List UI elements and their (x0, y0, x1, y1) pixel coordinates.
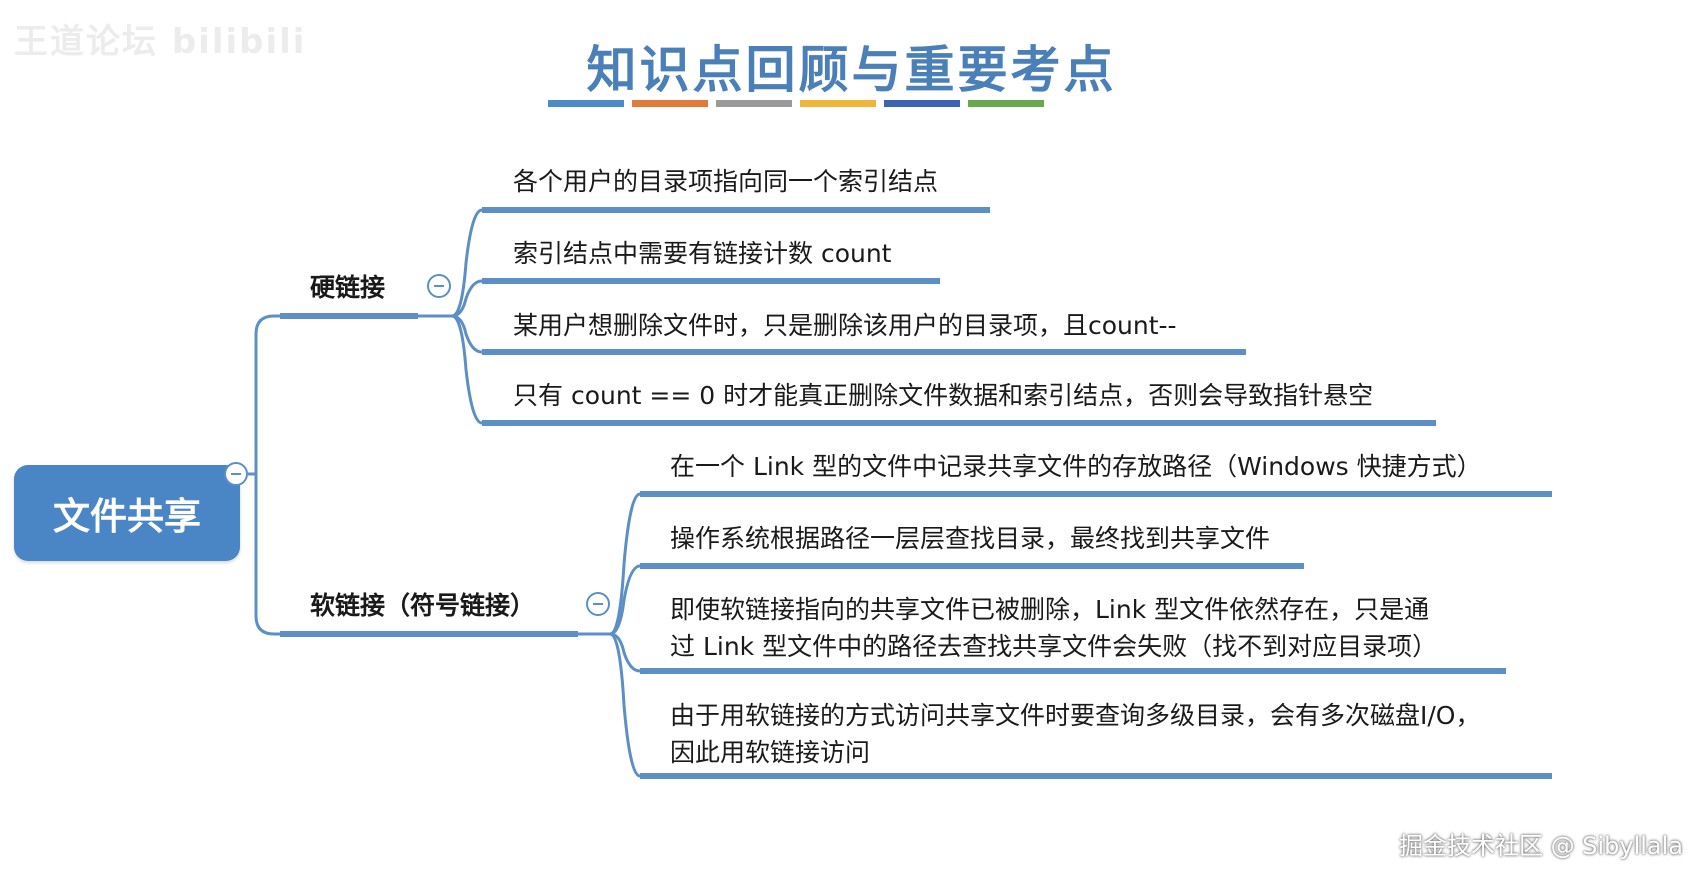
hard-link-item-1[interactable]: 各个用户的目录项指向同一个索引结点 (513, 167, 939, 196)
root-node[interactable]: 文件共享 (14, 465, 240, 561)
title-bar-segment (884, 100, 960, 107)
watermark-top: 王道论坛 bilibili (14, 22, 307, 62)
soft-link-child-connector (578, 632, 641, 673)
soft-link-item-1[interactable]: 在一个 Link 型的文件中记录共享文件的存放路径（Windows 快捷方式） (670, 452, 1482, 481)
watermark-bottom: 掘金技术社区 @ Sibyllala (1398, 832, 1683, 860)
hard-link-child-connector (418, 314, 483, 425)
soft-link-collapse-icon[interactable] (586, 592, 610, 616)
root-to-hard-link-connector (248, 314, 280, 476)
hard-link-collapse-icon[interactable] (427, 274, 451, 298)
hard-link-item-2[interactable]: 索引结点中需要有链接计数 count (513, 239, 892, 268)
branch-label-soft-link[interactable]: 软链接（符号链接） (310, 591, 536, 620)
branch-label-hard-link[interactable]: 硬链接 (310, 273, 386, 302)
title-bar-segment (968, 100, 1044, 107)
page-title: 知识点回顾与重要考点 (586, 40, 1117, 99)
hard-link-item-4[interactable]: 只有 count == 0 时才能真正删除文件数据和索引结点，否则会导致指针悬空 (513, 381, 1374, 410)
soft-link-item-3[interactable]: 即使软链接指向的共享文件已被删除，Link 型文件依然存在，只是通 过 Link… (670, 595, 1438, 661)
soft-link-child-connector (578, 632, 641, 778)
title-bar-segment (800, 100, 876, 107)
hard-link-child-connector (418, 208, 483, 318)
soft-link-item-4[interactable]: 由于用软链接的方式访问共享文件时要查询多级目录，会有多次磁盘I/O， 因此用软链… (670, 701, 1481, 767)
hard-link-item-3[interactable]: 某用户想删除文件时，只是删除该用户的目录项，且count-- (513, 311, 1177, 340)
soft-link-child-connector (578, 564, 641, 636)
root-to-soft-link-connector (254, 474, 280, 636)
soft-link-child-connector (578, 492, 641, 636)
title-bar-segment (632, 100, 708, 107)
hard-link-child-connector (418, 314, 483, 354)
title-bar-segment (548, 100, 624, 107)
title-bar-segment (716, 100, 792, 107)
root-collapse-icon[interactable] (224, 462, 248, 486)
soft-link-item-2[interactable]: 操作系统根据路径一层层查找目录，最终找到共享文件 (670, 524, 1271, 553)
